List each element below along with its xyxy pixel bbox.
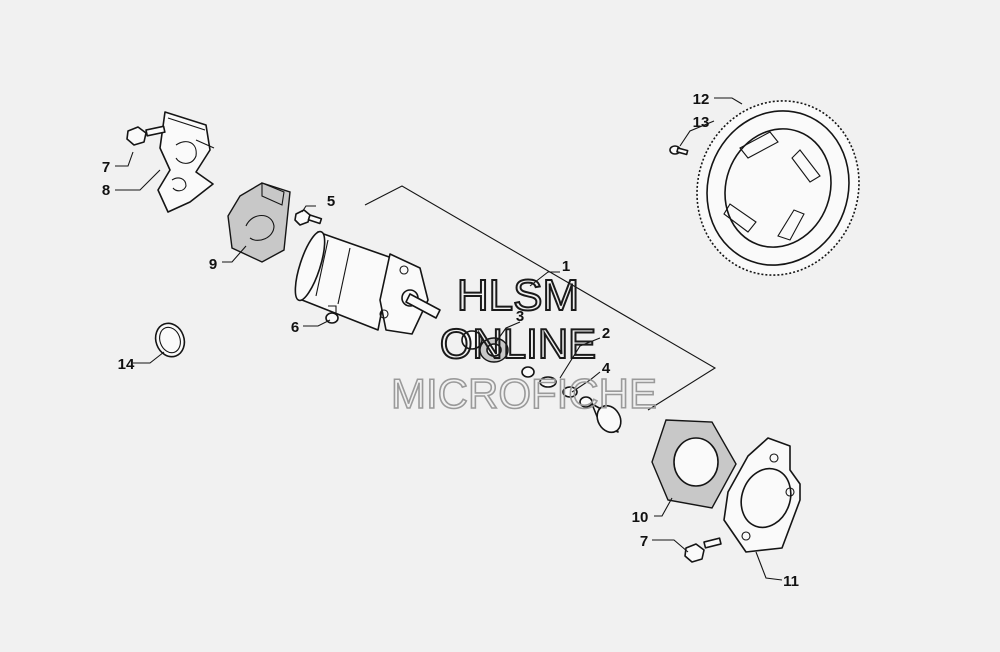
callout-3: 3: [516, 308, 524, 325]
callout-7-lower: 7: [640, 533, 648, 550]
watermark-line-1: HLSM: [457, 271, 579, 320]
leader-lines: [115, 97, 783, 581]
callout-14: 14: [118, 356, 135, 373]
part-ring-gear: [696, 100, 860, 276]
callout-7-upper: 7: [102, 159, 110, 176]
part-collar-4: [521, 366, 593, 408]
part-pinion-gear: [461, 330, 509, 363]
part-mounting-plate: [723, 437, 801, 553]
part-foam-cushion: [227, 182, 291, 263]
part-foam-gasket: [651, 419, 737, 509]
callout-4: 4: [602, 360, 611, 377]
part-bolt-5: [294, 209, 323, 226]
callout-9: 9: [209, 256, 217, 273]
part-screw-13: [669, 145, 689, 156]
callout-12: 12: [693, 91, 710, 108]
callout-10: 10: [632, 509, 649, 526]
watermark-line-2: ONLINE: [440, 320, 596, 367]
callout-5: 5: [327, 193, 335, 210]
part-snap-ring: [154, 322, 186, 358]
assembly-bracket: [364, 185, 717, 411]
watermark-line-3: MICROFICHE: [391, 370, 657, 417]
callout-2: 2: [602, 325, 610, 342]
part-bolt-upper: [126, 125, 166, 146]
part-bolt-lower: [684, 537, 722, 563]
part-end-cap: [591, 403, 622, 434]
callout-8: 8: [102, 182, 110, 199]
part-starter-motor: [294, 230, 441, 335]
callout-labels: 1 2 3 4 5 6 7 7 8 9 10 11 12 13 14: [102, 91, 799, 590]
callout-13: 13: [693, 114, 710, 131]
watermark: HLSM ONLINE MICROFICHE: [390, 270, 658, 418]
callout-1: 1: [562, 258, 570, 275]
callout-11: 11: [783, 573, 799, 590]
part-mounting-bracket: [157, 111, 215, 213]
callout-6: 6: [291, 319, 299, 336]
